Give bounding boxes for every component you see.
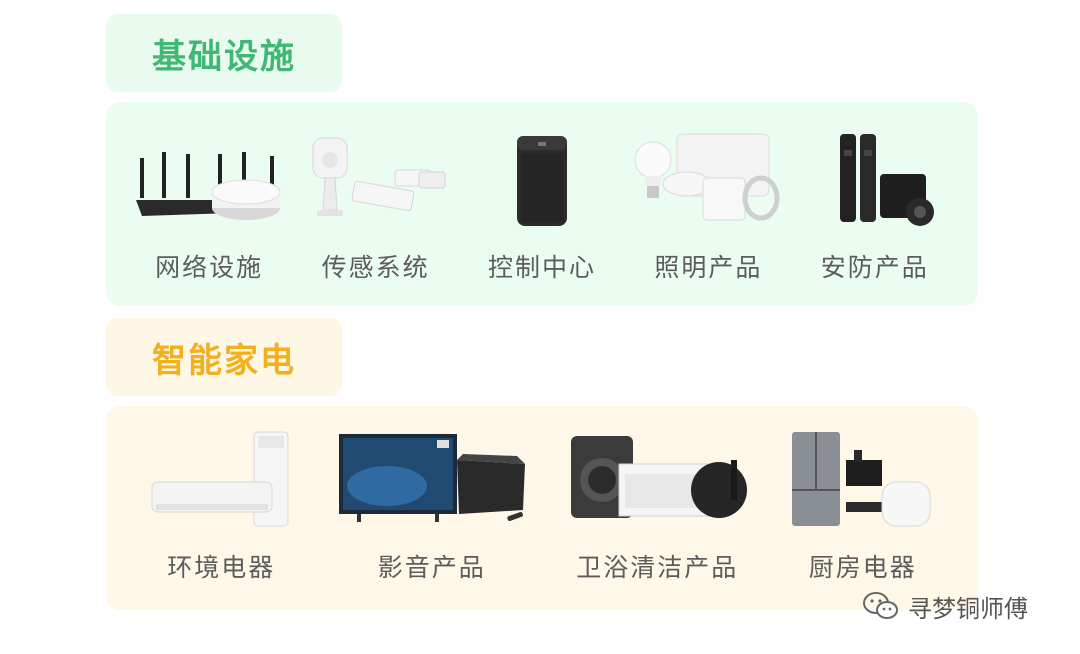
item-kitchen[interactable]: 厨房电器: [788, 406, 938, 584]
air-conditioner-purifier-icon: [146, 430, 296, 530]
router-hub-icon: [134, 130, 284, 230]
section-title-infrastructure: 基础设施: [106, 14, 342, 92]
item-lighting[interactable]: 照明产品: [633, 102, 783, 284]
item-bath-cleaning[interactable]: 卫浴清洁产品: [567, 406, 748, 584]
item-environment[interactable]: 环境电器: [146, 406, 296, 584]
smart-appliances-panel: 环境电器 影音产品: [106, 406, 978, 610]
section-title-smart-appliances: 智能家电: [106, 318, 342, 396]
item-label: 卫浴清洁产品: [576, 553, 739, 582]
item-av[interactable]: 影音产品: [337, 406, 527, 584]
item-label: 网络设施: [155, 253, 264, 282]
item-label: 影音产品: [377, 553, 486, 582]
item-label: 厨房电器: [808, 553, 917, 582]
watermark-text: 寻梦铜师傅: [908, 594, 1028, 623]
fridge-kitchen-icon: [788, 430, 938, 530]
item-label: 传感系统: [321, 253, 430, 282]
door-lock-camera-icon: [800, 130, 950, 230]
item-label: 环境电器: [167, 553, 276, 582]
sensors-icon: [301, 130, 451, 230]
watermark: 寻梦铜师傅: [862, 588, 1028, 624]
item-control-center[interactable]: 控制中心: [467, 102, 617, 284]
tv-projector-icon: [337, 430, 527, 530]
item-network[interactable]: 网络设施: [134, 102, 284, 284]
smart-speaker-icon: [467, 130, 617, 230]
item-label: 控制中心: [487, 253, 596, 282]
wechat-icon: [862, 590, 900, 622]
washer-heater-robot-icon: [567, 430, 748, 530]
item-security[interactable]: 安防产品: [800, 102, 950, 284]
item-label: 安防产品: [820, 253, 929, 282]
item-sensors[interactable]: 传感系统: [301, 102, 451, 284]
lighting-icon: [633, 130, 783, 230]
item-label: 照明产品: [654, 253, 763, 282]
infrastructure-panel: 网络设施 传感系统 控制中心: [106, 102, 978, 306]
